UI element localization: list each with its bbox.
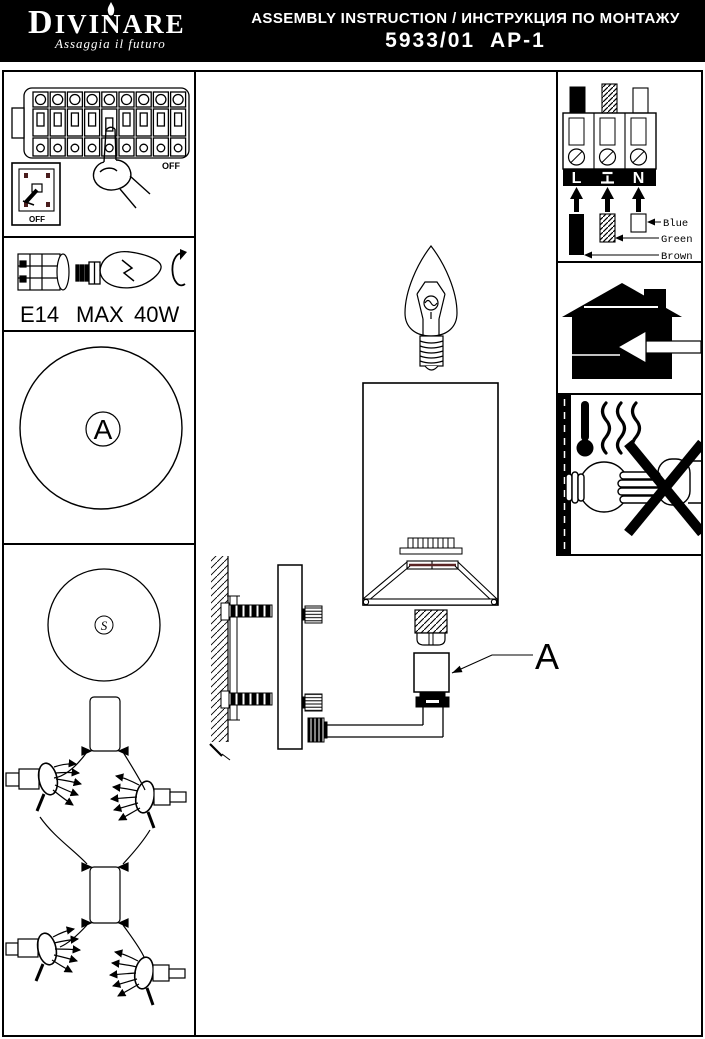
wire-brown-top bbox=[569, 86, 586, 114]
marker-a-label: A bbox=[94, 414, 113, 445]
rotate-arrow-icon bbox=[171, 249, 187, 287]
arm-connector bbox=[307, 717, 328, 743]
header-bar: DIVINARE Assaggia il futuro ASSEMBLY INS… bbox=[0, 0, 705, 62]
indoor-use-panel bbox=[556, 261, 703, 395]
bulb-icon bbox=[404, 245, 458, 371]
wire-brown-end bbox=[569, 214, 584, 255]
socket-type-label: E14 bbox=[20, 302, 59, 327]
bulb-spec-panel: E14 MAX 40W bbox=[2, 236, 196, 332]
wire-spread-top-right bbox=[109, 773, 187, 829]
model-number: 5933/01 AP-1 bbox=[385, 28, 546, 52]
wire-direction-arrows bbox=[570, 187, 645, 212]
into-house-arrow-icon bbox=[616, 329, 701, 365]
title-block: ASSEMBLY INSTRUCTION / ИНСТРУКЦИЯ ПО МОН… bbox=[230, 0, 705, 62]
wall-switch-icon bbox=[11, 162, 61, 226]
part-a-leader bbox=[451, 654, 533, 674]
earth-symbol-icon bbox=[601, 171, 614, 184]
wiring-panel: L N Blue Green Brown bbox=[556, 70, 703, 263]
breaker-panel-icon: OFF OFF bbox=[11, 87, 190, 226]
brand-tagline: Assaggia il futuro bbox=[55, 36, 166, 51]
part-a-body bbox=[413, 652, 450, 693]
sleeve-top-view-icon bbox=[47, 568, 161, 682]
wire-green-label: Green bbox=[661, 234, 693, 246]
mounting-screw-bottom bbox=[220, 690, 273, 709]
lamp-socket bbox=[414, 609, 448, 646]
thumb-nut-bottom bbox=[301, 693, 323, 712]
shade-top-view-icon bbox=[19, 346, 183, 510]
max-label: MAX bbox=[76, 302, 124, 327]
wire-blue-top bbox=[632, 87, 649, 114]
candle-bulb-icon bbox=[75, 250, 162, 289]
thermometer-icon bbox=[576, 401, 594, 457]
terminal-live-label: L bbox=[572, 170, 582, 187]
wire-blue-label: Blue bbox=[663, 218, 688, 230]
wall-mount bbox=[209, 556, 323, 761]
mounting-screw-top bbox=[220, 602, 273, 621]
hot-surface-warning-icon bbox=[558, 395, 701, 554]
brand-name: DIVINARE bbox=[28, 4, 186, 41]
switch-off-label: OFF bbox=[29, 215, 45, 224]
candle-sleeve-1 bbox=[53, 696, 146, 791]
prohibition-x-icon bbox=[624, 439, 701, 537]
wire-spread-bottom-right bbox=[108, 949, 186, 1006]
terminal-block-icon bbox=[562, 83, 657, 186]
house-indoor-icon bbox=[562, 283, 701, 379]
breaker-modules bbox=[32, 91, 187, 157]
terminal-neutral-label: N bbox=[633, 170, 645, 187]
wire-spread-bottom-left bbox=[5, 926, 82, 982]
brand-flame-icon bbox=[107, 2, 115, 16]
hot-surface-panel bbox=[556, 393, 703, 556]
power-off-panel: OFF OFF bbox=[2, 70, 196, 238]
wattage-label: 40W bbox=[134, 302, 179, 327]
lampshade bbox=[362, 382, 499, 606]
breaker-off-label: OFF bbox=[162, 161, 180, 171]
thumb-nut-top bbox=[301, 605, 323, 624]
arm-assembly bbox=[307, 692, 450, 743]
shade-ring bbox=[399, 537, 463, 555]
wire-brown-label: Brown bbox=[661, 251, 693, 261]
wire-green-end bbox=[599, 213, 616, 243]
assembly-diagram-panel: A bbox=[194, 70, 703, 1037]
shade-marker-panel: A bbox=[2, 330, 196, 545]
candle-sleeve-2 bbox=[39, 816, 151, 958]
wire-spread-top-left bbox=[5, 759, 83, 812]
brand-logo: DIVINARE Assaggia il futuro bbox=[0, 0, 230, 62]
wire-blue-end bbox=[630, 213, 647, 233]
e14-base-icon bbox=[17, 253, 70, 291]
part-a-callout-label: A bbox=[535, 636, 559, 677]
wire-label-leaders bbox=[584, 218, 661, 259]
wire-green-top bbox=[601, 83, 618, 114]
backplate bbox=[277, 564, 303, 750]
shade-fitter bbox=[362, 560, 498, 606]
marker-s-label: S bbox=[101, 618, 108, 633]
hand-press-icon bbox=[92, 126, 151, 209]
sleeve-assembly-panel: S bbox=[2, 543, 196, 1037]
document-title: ASSEMBLY INSTRUCTION / ИНСТРУКЦИЯ ПО МОН… bbox=[251, 9, 680, 27]
